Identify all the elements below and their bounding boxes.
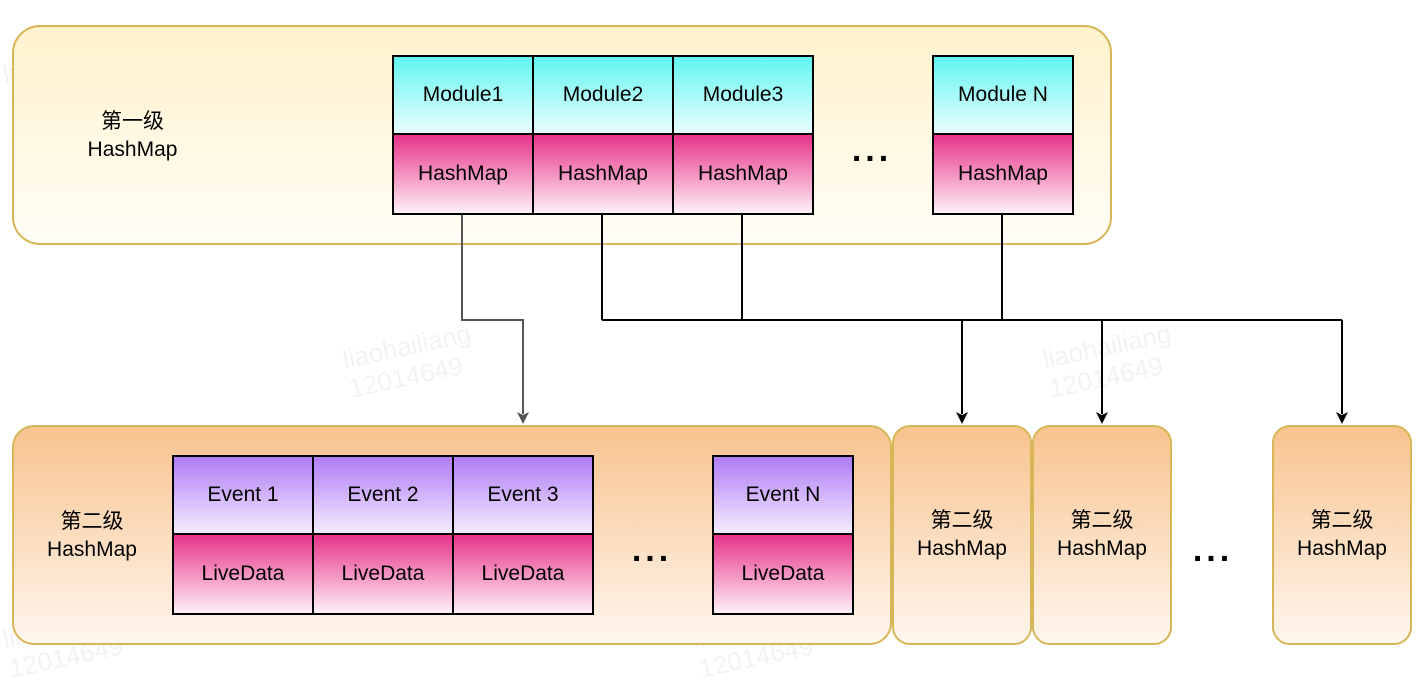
event2-cell: Event 2 bbox=[312, 455, 454, 535]
eventN-livedata-cell: LiveData bbox=[712, 533, 854, 615]
level2-box-label: 第二级 HashMap bbox=[1057, 507, 1147, 563]
module2-cell: Module2 bbox=[532, 55, 674, 135]
level2-box-label-line1: 第二级 bbox=[930, 509, 994, 532]
level1-label: 第一级 HashMap bbox=[50, 108, 215, 164]
module2-hashmap-cell: HashMap bbox=[532, 133, 674, 215]
event1-livedata-cell: LiveData bbox=[172, 533, 314, 615]
event3-cell: Event 3 bbox=[452, 455, 594, 535]
level2-box-label-line2: HashMap bbox=[917, 537, 1007, 560]
level2-box-label: 第二级 HashMap bbox=[917, 507, 1007, 563]
module3-hashmap-cell: HashMap bbox=[672, 133, 814, 215]
arrowhead-black bbox=[1336, 412, 1348, 424]
level2-box-label-line1: 第二级 bbox=[1310, 509, 1374, 532]
level2-label-line1: 第二级 bbox=[60, 510, 124, 533]
level2-label-line2: HashMap bbox=[47, 538, 137, 561]
module3-cell: Module3 bbox=[672, 55, 814, 135]
arrowhead-black bbox=[1096, 412, 1108, 424]
eventN-cell: Event N bbox=[712, 455, 854, 535]
level2-box-label-line2: HashMap bbox=[1297, 537, 1387, 560]
level2-box-label-line2: HashMap bbox=[1057, 537, 1147, 560]
module1-hashmap-cell: HashMap bbox=[392, 133, 534, 215]
level2-box: 第二级 HashMap bbox=[1032, 425, 1172, 645]
level2-box: 第二级 HashMap bbox=[1272, 425, 1412, 645]
connector-module1-to-level2 bbox=[461, 215, 524, 414]
level1-label-line2: HashMap bbox=[87, 138, 178, 161]
moduleN-hashmap-cell: HashMap bbox=[932, 133, 1074, 215]
level2-box-label: 第二级 HashMap bbox=[1297, 507, 1387, 563]
level2-box: 第二级 HashMap bbox=[892, 425, 1032, 645]
arrowhead-black bbox=[956, 412, 968, 424]
level1-label-line1: 第一级 bbox=[101, 110, 164, 133]
event2-livedata-cell: LiveData bbox=[312, 533, 454, 615]
level2-box-label-line1: 第二级 bbox=[1070, 509, 1134, 532]
arrowhead-gray bbox=[517, 412, 529, 424]
event3-livedata-cell: LiveData bbox=[452, 533, 594, 615]
level2-label: 第二级 HashMap bbox=[12, 508, 172, 564]
